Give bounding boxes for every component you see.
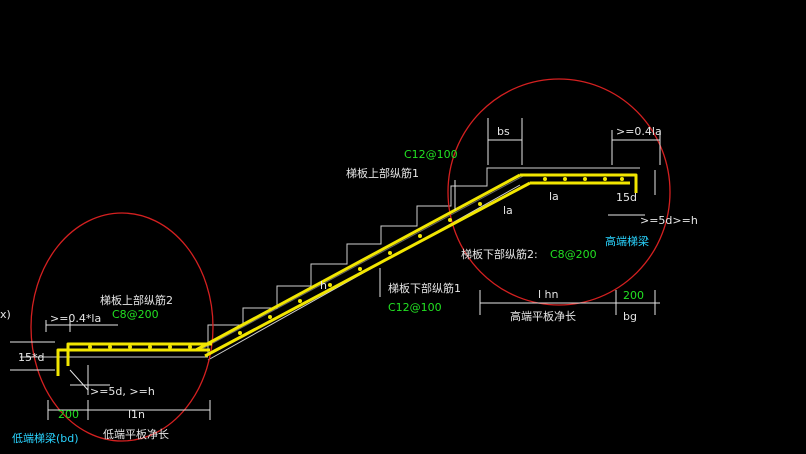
low-plate-name: 低端平板净长 bbox=[103, 427, 169, 441]
high-top-rebar bbox=[520, 173, 638, 193]
low-plate-length-sym: l1n bbox=[128, 408, 145, 421]
inclined-bottom-rebar bbox=[204, 181, 531, 358]
high-bottom-anchor-label: >=5d>=h bbox=[640, 214, 698, 227]
drawing-labels: x) 梯板上部纵筋2 C8@200 >=0.4*la 15*d >=5d, >=… bbox=[0, 125, 698, 445]
low-beam-width-label: 200 bbox=[58, 408, 79, 421]
rebar-lines bbox=[56, 173, 638, 376]
low-hook-label: 15*d bbox=[18, 351, 44, 364]
upper-rebar2-label: 梯板上部纵筋2 bbox=[100, 293, 173, 307]
low-bottom-rebar bbox=[56, 348, 210, 376]
low-top-rebar bbox=[66, 342, 212, 366]
high-anchor-label: >=0.4la bbox=[616, 125, 662, 138]
lower-rebar1-label: 梯板下部纵筋1 bbox=[388, 281, 461, 295]
la-label-2: la bbox=[549, 190, 559, 203]
detail-ellipses bbox=[30, 78, 671, 442]
high-end-ellipse bbox=[447, 78, 671, 306]
left-edge-char: x) bbox=[0, 308, 11, 321]
upper-rebar1-spec: C12@100 bbox=[404, 148, 458, 161]
high-beam-name: 高端梯梁 bbox=[605, 234, 649, 248]
h-mark: h bbox=[320, 279, 327, 292]
inclined-top-rebar bbox=[195, 173, 521, 352]
low-end-ellipse bbox=[30, 212, 214, 442]
high-hook-label: 15d bbox=[616, 191, 637, 204]
la-label-1: la bbox=[503, 204, 513, 217]
rebar-dots bbox=[88, 177, 624, 349]
bs-label: bs bbox=[497, 125, 510, 138]
lower-rebar2-spec: C8@200 bbox=[550, 248, 597, 261]
stair-steps bbox=[20, 167, 640, 361]
upper-rebar1-label: 梯板上部纵筋1 bbox=[346, 166, 419, 180]
lower-rebar1-spec: C12@100 bbox=[388, 301, 442, 314]
high-plate-length-sym: l hn bbox=[538, 288, 559, 301]
lower-rebar2-label: 梯板下部纵筋2: bbox=[461, 247, 538, 261]
low-anchor-label: >=0.4*la bbox=[50, 312, 101, 325]
dimension-lines bbox=[10, 118, 661, 420]
high-plate-name: 高端平板净长 bbox=[510, 309, 576, 323]
low-beam-name: 低端梯梁(bd) bbox=[12, 431, 79, 445]
high-beam-width-label: 200 bbox=[623, 289, 644, 302]
high-beam-sym: bg bbox=[623, 310, 637, 323]
low-bottom-anchor-label: >=5d, >=h bbox=[90, 385, 155, 398]
upper-rebar2-spec: C8@200 bbox=[112, 308, 159, 321]
